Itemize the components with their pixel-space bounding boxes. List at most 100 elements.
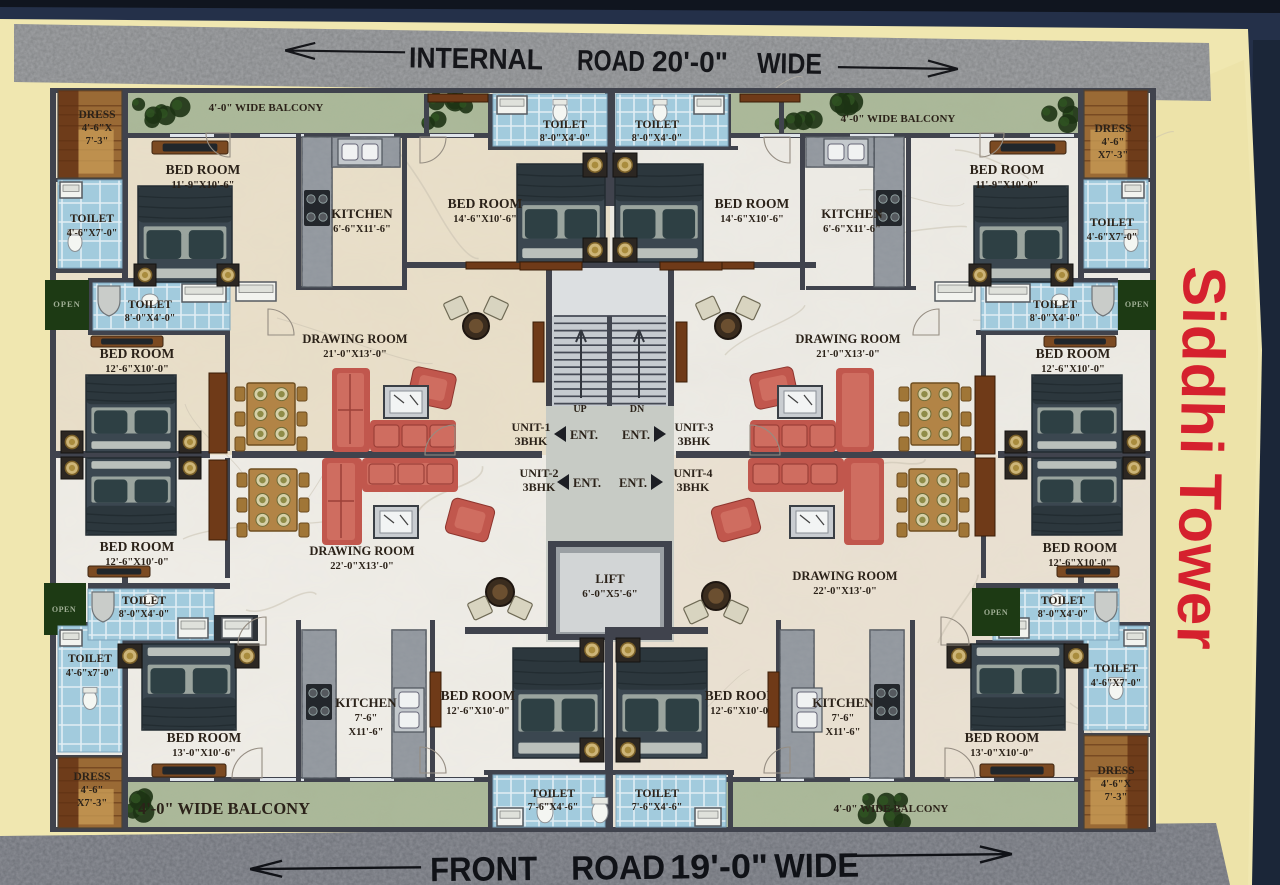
svg-text:ENT.: ENT. [619, 476, 647, 490]
svg-text:OPEN: OPEN [1125, 300, 1149, 309]
svg-text:ENT.: ENT. [622, 428, 650, 442]
svg-text:BED ROOM: BED ROOM [166, 162, 241, 177]
svg-text:4'-0" WIDE BALCONY: 4'-0" WIDE BALCONY [138, 799, 310, 818]
svg-text:4'-6": 4'-6" [81, 785, 104, 796]
svg-text:DRAWING ROOM: DRAWING ROOM [302, 332, 407, 346]
svg-text:12'-6"X10'-0": 12'-6"X10'-0" [105, 557, 169, 568]
svg-text:12'-6"X10'-0": 12'-6"X10'-0" [105, 364, 169, 375]
svg-text:8'-0"X4'-0": 8'-0"X4'-0" [540, 133, 591, 144]
svg-text:DRESS: DRESS [1094, 123, 1131, 135]
svg-text:DRESS: DRESS [1097, 765, 1134, 777]
svg-text:4'-6"X7'-0": 4'-6"X7'-0" [67, 228, 118, 239]
svg-text:14'-6"X10'-6": 14'-6"X10'-6" [453, 214, 517, 225]
svg-text:X7'-3": X7'-3" [77, 798, 107, 809]
svg-text:DRESS: DRESS [73, 771, 110, 783]
svg-text:12'-6"X10'-0": 12'-6"X10'-0" [1041, 364, 1105, 375]
svg-text:7'-6": 7'-6" [832, 713, 855, 724]
svg-text:12'-6"X10'-0": 12'-6"X10'-0" [710, 706, 774, 717]
svg-text:BED ROOM: BED ROOM [100, 346, 175, 361]
svg-text:OPEN: OPEN [984, 608, 1008, 617]
svg-text:11'-9"X10'-0": 11'-9"X10'-0" [976, 180, 1039, 191]
svg-text:8'-0"X4'-0": 8'-0"X4'-0" [1030, 313, 1081, 324]
svg-text:ROAD: ROAD [571, 849, 665, 885]
svg-text:BED ROOM: BED ROOM [715, 196, 790, 211]
svg-text:KITCHEN: KITCHEN [335, 695, 397, 710]
svg-text:4'-6"X: 4'-6"X [82, 123, 113, 134]
svg-text:4'-0" WIDE BALCONY: 4'-0" WIDE BALCONY [841, 113, 956, 125]
svg-text:4'-6"X: 4'-6"X [1101, 779, 1132, 790]
svg-text:X11'-6": X11'-6" [349, 727, 384, 738]
svg-text:3BHK: 3BHK [677, 480, 710, 494]
svg-text:BED ROOM: BED ROOM [970, 162, 1045, 177]
svg-text:TOILET: TOILET [1090, 217, 1134, 229]
svg-text:DRAWING ROOM: DRAWING ROOM [792, 569, 897, 583]
svg-text:4'-0" WIDE BALCONY: 4'-0" WIDE BALCONY [834, 803, 949, 815]
svg-text:TOILET: TOILET [128, 299, 172, 311]
svg-text:X11'-6": X11'-6" [826, 727, 861, 738]
svg-text:UNIT-2: UNIT-2 [520, 466, 559, 480]
svg-text:6'-0"X5'-6": 6'-0"X5'-6" [582, 588, 638, 600]
svg-text:LIFT: LIFT [595, 572, 625, 586]
svg-text:TOILET: TOILET [1094, 663, 1138, 675]
svg-text:13'-0"X10'-6": 13'-0"X10'-6" [172, 748, 236, 759]
svg-text:X7'-3": X7'-3" [1098, 150, 1128, 161]
svg-text:4'-6"X7'-0": 4'-6"X7'-0" [1091, 678, 1142, 689]
svg-text:FRONT: FRONT [430, 850, 538, 885]
svg-text:22'-0"X13'-0": 22'-0"X13'-0" [813, 586, 877, 597]
svg-text:OPEN: OPEN [52, 605, 76, 614]
svg-text:UNIT-4: UNIT-4 [674, 466, 713, 480]
svg-text:ROAD: ROAD [577, 45, 645, 78]
svg-text:ENT.: ENT. [570, 428, 598, 442]
svg-text:BED ROOM: BED ROOM [167, 730, 242, 745]
svg-text:TOILET: TOILET [543, 119, 587, 131]
svg-text:Siddhi Tower: Siddhi Tower [1164, 266, 1238, 651]
svg-text:6'-6"X11'-6": 6'-6"X11'-6" [333, 224, 391, 235]
svg-text:TOILET: TOILET [635, 788, 679, 800]
svg-text:DRAWING ROOM: DRAWING ROOM [795, 332, 900, 346]
svg-text:13'-0"X10'-0": 13'-0"X10'-0" [970, 748, 1034, 759]
svg-text:KITCHEN: KITCHEN [821, 206, 883, 221]
svg-text:14'-6"X10'-6": 14'-6"X10'-6" [720, 214, 784, 225]
svg-text:TOILET: TOILET [122, 595, 166, 607]
svg-text:TOILET: TOILET [1041, 595, 1085, 607]
svg-text:8'-0"X4'-0": 8'-0"X4'-0" [125, 313, 176, 324]
svg-text:4'-6": 4'-6" [1102, 137, 1125, 148]
svg-text:TOILET: TOILET [1033, 299, 1077, 311]
svg-text:INTERNAL: INTERNAL [409, 42, 543, 76]
svg-text:UNIT-3: UNIT-3 [675, 420, 714, 434]
svg-text:BED ROOM: BED ROOM [705, 688, 780, 703]
svg-text:11'-9"X10'-6": 11'-9"X10'-6" [172, 180, 235, 191]
svg-text:12'-6"X10'-0": 12'-6"X10'-0" [1048, 558, 1112, 569]
svg-text:21'-0"X13'-0": 21'-0"X13'-0" [323, 349, 387, 360]
svg-text:3BHK: 3BHK [678, 434, 711, 448]
svg-text:BED ROOM: BED ROOM [1036, 346, 1111, 361]
svg-text:20'-0": 20'-0" [652, 46, 728, 79]
svg-text:TOILET: TOILET [68, 653, 112, 665]
svg-text:BED ROOM: BED ROOM [448, 196, 523, 211]
svg-text:7'-6": 7'-6" [355, 713, 378, 724]
svg-text:OPEN: OPEN [53, 299, 81, 309]
svg-text:BED ROOM: BED ROOM [441, 688, 516, 703]
svg-text:7'-3": 7'-3" [1105, 792, 1128, 803]
svg-text:DRAWING ROOM: DRAWING ROOM [309, 544, 414, 558]
svg-text:4'-6"x7'-0": 4'-6"x7'-0" [66, 668, 114, 679]
svg-text:7'-6"X4'-6": 7'-6"X4'-6" [632, 802, 683, 813]
svg-text:7'-3": 7'-3" [86, 136, 109, 147]
svg-text:3BHK: 3BHK [523, 480, 556, 494]
svg-text:UNIT-1: UNIT-1 [512, 420, 551, 434]
svg-text:6'-6"X11'-6": 6'-6"X11'-6" [823, 224, 881, 235]
svg-text:8'-0"X4'-0": 8'-0"X4'-0" [119, 609, 170, 620]
svg-text:DRESS: DRESS [78, 109, 115, 121]
svg-text:21'-0"X13'-0": 21'-0"X13'-0" [816, 349, 880, 360]
svg-text:22'-0"X13'-0": 22'-0"X13'-0" [330, 561, 394, 572]
svg-text:TOILET: TOILET [531, 788, 575, 800]
svg-text:UP: UP [573, 404, 586, 415]
svg-text:4'-6"X7'-0": 4'-6"X7'-0" [1087, 232, 1138, 243]
svg-text:WIDE: WIDE [757, 48, 822, 81]
svg-text:3BHK: 3BHK [515, 434, 548, 448]
svg-text:ENT.: ENT. [573, 476, 601, 490]
svg-text:7'-6"X4'-6": 7'-6"X4'-6" [528, 802, 579, 813]
svg-text:8'-0"X4'-0": 8'-0"X4'-0" [632, 133, 683, 144]
svg-text:19'-0": 19'-0" [670, 848, 768, 885]
svg-text:BED ROOM: BED ROOM [100, 539, 175, 554]
